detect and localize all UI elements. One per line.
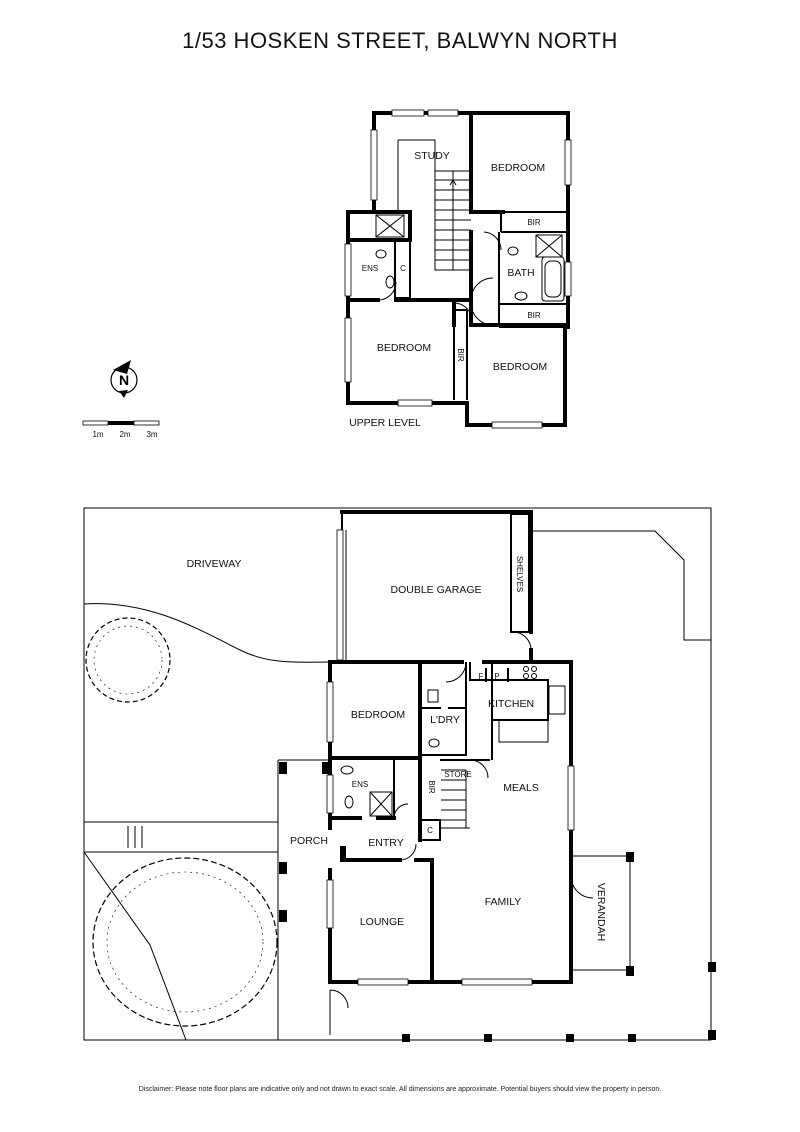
upper-bir-top-label: BIR <box>527 218 541 227</box>
ground-level-labels: DRIVEWAY DOUBLE GARAGE SHELVES F P KITCH… <box>187 556 607 941</box>
meals-label: MEALS <box>503 782 539 794</box>
fridge-label: F <box>479 672 484 681</box>
upper-level-plan <box>344 109 572 429</box>
page-title: 1/53 HOSKEN STREET, BALWYN NORTH <box>182 28 618 53</box>
entry-label: ENTRY <box>368 837 403 849</box>
upper-study-label: STUDY <box>414 150 450 162</box>
tree-upper <box>85 617 171 703</box>
porch-label: PORCH <box>290 835 328 847</box>
upper-bedroom-se-label: BEDROOM <box>493 361 547 373</box>
store-label: STORE <box>444 770 471 779</box>
tree-lower <box>92 857 278 1027</box>
ground-level-plan <box>83 507 716 1042</box>
ground-c-label: C <box>427 826 433 835</box>
pantry-label: P <box>494 672 499 681</box>
laundry-label: L'DRY <box>430 714 460 726</box>
upper-bir-vertical-label: BIR <box>456 348 465 362</box>
kitchen-label: KITCHEN <box>488 698 534 710</box>
ground-bedroom-label: BEDROOM <box>351 709 405 721</box>
ground-bir-label: BIR <box>427 780 436 794</box>
driveway-label: DRIVEWAY <box>187 558 242 570</box>
scale-label-1m: 1m <box>92 430 103 439</box>
upper-bedroom-sw-label: BEDROOM <box>377 342 431 354</box>
scale-label-3m: 3m <box>146 430 157 439</box>
ground-ens-label: ENS <box>352 780 368 789</box>
verandah-label: VERANDAH <box>595 883 607 941</box>
shelves-label: SHELVES <box>515 556 524 592</box>
upper-bedroom-ne-label: BEDROOM <box>491 162 545 174</box>
upper-bath-label: BATH <box>507 267 534 279</box>
garage-label: DOUBLE GARAGE <box>390 584 481 596</box>
scale-label-2m: 2m <box>119 430 130 439</box>
upper-c-label: C <box>400 264 406 273</box>
upper-level-label: UPPER LEVEL <box>349 417 421 429</box>
lounge-label: LOUNGE <box>360 916 404 928</box>
upper-bir-bottom-label: BIR <box>527 311 541 320</box>
compass-letter: N <box>119 372 129 388</box>
family-label: FAMILY <box>485 896 522 908</box>
scale-bar: 1m 2m 3m <box>82 420 160 439</box>
disclaimer-text: Disclaimer: Please note floor plans are … <box>138 1086 662 1093</box>
north-compass: N <box>110 360 138 398</box>
upper-level-labels: STUDY BEDROOM BIR BATH BIR ENS C BEDROOM… <box>349 150 547 429</box>
upper-ens-label: ENS <box>362 264 378 273</box>
